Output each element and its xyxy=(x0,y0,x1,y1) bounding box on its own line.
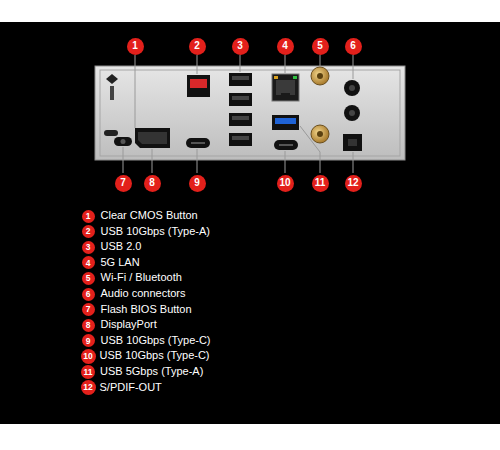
bullet-number: 10 xyxy=(83,352,92,361)
bullet-number: 2 xyxy=(86,227,91,236)
port-description: Flash BIOS Button xyxy=(101,303,192,316)
bullet-number: 9 xyxy=(86,337,91,346)
port-description: DisplayPort xyxy=(101,319,157,332)
bullet-number: 7 xyxy=(86,305,91,314)
port-description: USB 10Gbps (Type-A) xyxy=(101,225,210,238)
usb-c-tongue xyxy=(279,144,293,146)
port-description: Wi-Fi / Bluetooth xyxy=(101,272,182,285)
bullet-number: 12 xyxy=(83,383,92,392)
callout-number: 7 xyxy=(120,178,126,188)
spdif-port xyxy=(343,134,362,151)
usb-a-red xyxy=(187,75,210,97)
leader-lines xyxy=(123,55,353,173)
callout-number: 9 xyxy=(194,178,200,188)
usb-2-stack xyxy=(229,73,252,146)
list-bullet: 1Clear CMOS Button xyxy=(82,210,95,223)
callout-number: 11 xyxy=(315,178,326,188)
bullet-number: 8 xyxy=(86,321,91,330)
list-bullet: 11USB 5Gbps (Type-A) xyxy=(81,365,95,379)
audio-jacks xyxy=(344,80,360,121)
callout-circle: 10 xyxy=(277,175,294,192)
callout-number: 12 xyxy=(347,178,358,188)
bullet-number: 5 xyxy=(86,274,91,283)
port-description: S/PDIF-OUT xyxy=(100,381,162,394)
port-description: USB 5Gbps (Type-A) xyxy=(100,365,203,378)
callout-circle: 11 xyxy=(312,175,329,192)
logo-mark xyxy=(106,74,118,100)
callout-number: 2 xyxy=(194,41,200,51)
shield-plate xyxy=(95,66,405,160)
list-bullet: 12S/PDIF-OUT xyxy=(81,380,96,395)
port-description: USB 10Gbps (Type-C) xyxy=(101,334,211,347)
bullet-number: 11 xyxy=(84,368,93,377)
callout-circle: 1 xyxy=(127,38,144,55)
bullet-number: 3 xyxy=(86,243,91,252)
bullet-number: 1 xyxy=(86,212,91,221)
callout-circle: 6 xyxy=(345,38,362,55)
list-bullet: 7Flash BIOS Button xyxy=(82,303,95,316)
list-bullet: 10USB 10Gbps (Type-C) xyxy=(81,349,96,364)
callout-number: 5 xyxy=(317,41,323,51)
callout-number: 10 xyxy=(279,178,290,188)
callout-circle: 5 xyxy=(312,38,329,55)
callout-number: 4 xyxy=(282,41,288,51)
usb-c xyxy=(274,140,298,150)
callout-number: 1 xyxy=(132,41,138,51)
callout-number: 3 xyxy=(237,41,243,51)
list-bullet: 5Wi-Fi / Bluetooth xyxy=(82,272,95,285)
port-description: USB 2.0 xyxy=(101,241,142,254)
port-description: Audio connectors xyxy=(101,287,186,300)
antenna-connectors xyxy=(311,67,329,143)
callout-circle: 8 xyxy=(144,175,161,192)
callout-number: 8 xyxy=(149,178,155,188)
list-bullet: 3USB 2.0 xyxy=(82,241,95,254)
list-bullet: 9USB 10Gbps (Type-C) xyxy=(82,334,95,347)
plate-rim xyxy=(100,70,400,156)
callout-circle: 2 xyxy=(189,38,206,55)
callout-circle: 7 xyxy=(115,175,132,192)
callout-circle: 3 xyxy=(232,38,249,55)
callout-number: 6 xyxy=(350,41,356,51)
lan-port xyxy=(272,74,299,101)
port-description: Clear CMOS Button xyxy=(101,209,198,222)
usb-c-tongue xyxy=(191,142,205,144)
port-description: 5G LAN xyxy=(101,256,140,269)
usb-c xyxy=(186,138,210,148)
port-description: USB 10Gbps (Type-C) xyxy=(100,350,210,363)
callout-circle: 12 xyxy=(345,175,362,192)
callout-circle: 9 xyxy=(189,175,206,192)
usb-a-blue xyxy=(272,115,299,130)
list-bullet: 8DisplayPort xyxy=(82,319,95,332)
callout-circle: 4 xyxy=(277,38,294,55)
bullet-number: 6 xyxy=(86,290,91,299)
bullet-number: 4 xyxy=(86,259,91,268)
buttons xyxy=(104,130,132,146)
displayport xyxy=(135,128,170,148)
list-bullet: 45G LAN xyxy=(82,256,95,269)
list-bullet: 6Audio connectors xyxy=(82,288,95,301)
list-bullet: 2USB 10Gbps (Type-A) xyxy=(82,225,95,238)
